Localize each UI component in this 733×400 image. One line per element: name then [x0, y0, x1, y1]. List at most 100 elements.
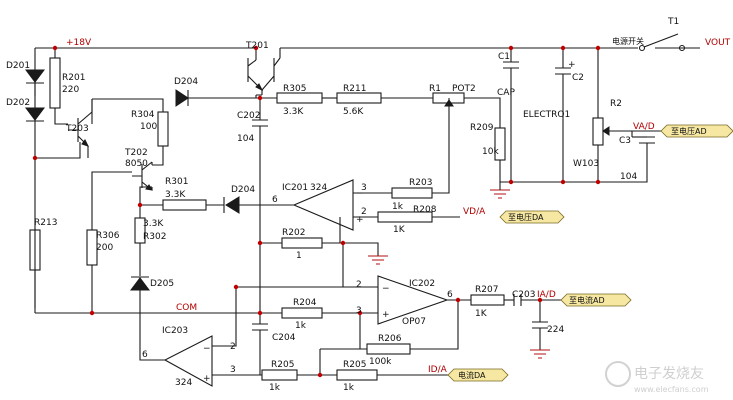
svg-text:100: 100: [140, 122, 157, 132]
output-tags: [447, 124, 733, 382]
svg-text:1k: 1k: [392, 202, 404, 212]
diodes: [25, 69, 240, 291]
diode-d201: [25, 69, 45, 84]
resistor-r211: [336, 92, 382, 104]
svg-text:3: 3: [361, 183, 367, 193]
diode-d202: [25, 107, 45, 122]
diode-d205: [130, 276, 150, 291]
svg-text:R203: R203: [409, 178, 432, 188]
op-amps: − + − + − +: [163, 179, 449, 387]
diode-d204-top: [175, 89, 189, 107]
svg-text:VA/D: VA/D: [633, 122, 655, 132]
svg-text:电源开关: 电源开关: [612, 36, 644, 46]
svg-text:1k: 1k: [343, 383, 355, 393]
capacitor-c204: [252, 323, 268, 336]
svg-text:224: 224: [547, 325, 564, 335]
svg-text:100k: 100k: [369, 357, 392, 367]
svg-text:T202: T202: [124, 148, 148, 158]
svg-text:COM: COM: [176, 303, 197, 313]
svg-text:+: +: [568, 60, 576, 70]
svg-text:R205: R205: [343, 360, 366, 370]
svg-text:R304: R304: [131, 110, 155, 120]
svg-text:R209: R209: [470, 123, 494, 133]
svg-text:T203: T203: [65, 124, 89, 134]
tag-current-da: [447, 368, 509, 382]
svg-text:R211: R211: [343, 84, 366, 94]
resistor-r306: [86, 229, 98, 266]
resistor-r209: [494, 127, 506, 161]
svg-text:T201: T201: [245, 41, 269, 51]
resistor-r304: [157, 111, 169, 147]
svg-text:R201: R201: [62, 73, 85, 83]
svg-text:1K: 1K: [393, 225, 406, 235]
svg-text:R2: R2: [610, 99, 622, 109]
tag-voltage-da: [499, 210, 565, 224]
svg-text:R207: R207: [475, 285, 498, 295]
opamp-ic201: [292, 179, 354, 231]
capacitor-c3: [639, 136, 655, 150]
svg-text:R302: R302: [143, 232, 166, 242]
svg-text:IC203: IC203: [162, 326, 188, 336]
svg-text:5.6K: 5.6K: [343, 107, 364, 117]
capacitor-c1: [503, 61, 519, 80]
svg-text:1k: 1k: [295, 321, 307, 331]
opamp-ic202: [377, 275, 449, 325]
svg-text:T1: T1: [667, 17, 679, 27]
svg-text:1: 1: [296, 251, 302, 261]
svg-text:3.3K: 3.3K: [143, 219, 164, 229]
resistor-r206: [366, 343, 411, 355]
svg-text:VOUT: VOUT: [705, 38, 731, 48]
svg-text:−: −: [382, 284, 390, 294]
svg-text:324: 324: [310, 183, 327, 193]
svg-text:C2: C2: [572, 73, 584, 83]
capacitor-c2: [555, 67, 571, 86]
capacitor-c203: [513, 294, 522, 306]
svg-text:ELECTRO1: ELECTRO1: [523, 110, 570, 120]
svg-text:电子发烧友: 电子发烧友: [634, 366, 704, 382]
svg-text:D201: D201: [6, 61, 30, 71]
svg-text:R205: R205: [271, 360, 294, 370]
svg-text:+: +: [382, 310, 390, 320]
svg-text:R1: R1: [429, 84, 441, 94]
svg-text:3.3K: 3.3K: [283, 107, 304, 117]
resistor-r208: [377, 211, 433, 223]
svg-text:1k: 1k: [269, 383, 281, 393]
svg-text:−: −: [356, 189, 364, 199]
svg-text:D204: D204: [174, 77, 198, 87]
junction-dots: [32, 45, 601, 378]
svg-text:2: 2: [361, 207, 367, 217]
svg-text:+18V: +18V: [66, 38, 92, 48]
resistor-r302: [134, 217, 146, 244]
svg-text:1K: 1K: [475, 309, 488, 319]
svg-text:OP07: OP07: [402, 317, 426, 327]
svg-text:+: +: [203, 374, 211, 384]
svg-text:R204: R204: [293, 298, 317, 308]
svg-text:D202: D202: [6, 98, 30, 108]
potentiometer-arrows: [444, 98, 610, 136]
svg-text:+: +: [356, 215, 364, 225]
svg-text:C1: C1: [498, 52, 510, 62]
svg-text:C203: C203: [512, 290, 535, 300]
svg-text:R208: R208: [413, 205, 437, 215]
svg-text:200: 200: [96, 243, 113, 253]
svg-text:R213: R213: [34, 218, 57, 228]
svg-text:C202: C202: [237, 111, 260, 121]
svg-text:324: 324: [175, 378, 192, 388]
svg-text:W103: W103: [573, 159, 599, 169]
svg-text:220: 220: [62, 85, 79, 95]
resistor-r205b: [336, 369, 378, 381]
svg-text:R206: R206: [378, 334, 402, 344]
svg-text:IC201: IC201: [282, 183, 308, 193]
tag-current-ad: [560, 293, 632, 307]
transistor-t201: [247, 48, 281, 96]
transistor-t203: [68, 99, 93, 158]
svg-text:电流DA: 电流DA: [458, 370, 486, 380]
svg-text:2: 2: [356, 280, 362, 290]
transistor-t202: [132, 161, 153, 191]
labels: +18V COM VOUT T1 电源开关 D201 D202 R201 220…: [6, 17, 731, 393]
svg-text:3: 3: [356, 306, 362, 316]
resistor-r204: [281, 307, 323, 319]
svg-text:VD/A: VD/A: [463, 207, 486, 217]
svg-text:D204: D204: [231, 185, 255, 195]
